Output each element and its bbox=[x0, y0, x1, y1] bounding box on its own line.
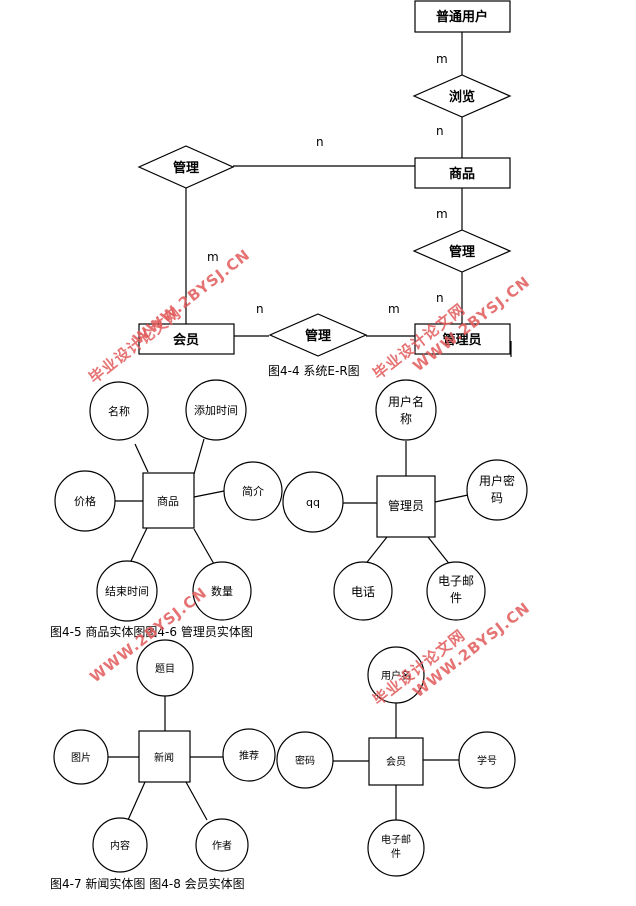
attribute-mima: 密码 bbox=[276, 731, 334, 789]
attribute-email: 电子邮 件 bbox=[367, 819, 425, 877]
attribute-username: 用户名 称 bbox=[375, 379, 437, 441]
member-entity-diagram: 会员 用户名 密码 学号 电子邮 件 bbox=[276, 646, 516, 877]
svg-text:用户名: 用户名 bbox=[381, 669, 411, 682]
caption-row3: 图4-7 新闻实体图 图4-8 会员实体图 bbox=[50, 876, 245, 891]
cardinality-m: m bbox=[436, 207, 448, 221]
cardinality-n: n bbox=[316, 135, 324, 149]
entity-shangpin-box: 商品 bbox=[142, 472, 195, 529]
admin-entity-diagram: 管理员 用户名 称 qq 用户密 码 电话 电子邮 件 bbox=[282, 379, 528, 621]
cardinality-m: m bbox=[207, 250, 219, 264]
svg-text:普通用户: 普通用户 bbox=[436, 9, 488, 25]
entity-huiyuan: 会员 bbox=[138, 323, 235, 355]
caption-row2: 图4-5 商品实体图图4-6 管理员实体图 bbox=[50, 624, 253, 639]
svg-text:商品: 商品 bbox=[449, 166, 475, 182]
attribute-neirong: 内容 bbox=[92, 817, 148, 873]
entity-huiyuan-box: 会员 bbox=[368, 737, 424, 786]
svg-text:内容: 内容 bbox=[110, 839, 130, 852]
relation-guanli-right: 管理 bbox=[412, 229, 512, 273]
relation-guanli-bottom: 管理 bbox=[268, 313, 368, 357]
cardinality-m: m bbox=[436, 52, 448, 66]
svg-text:学号: 学号 bbox=[477, 754, 497, 767]
svg-text:题目: 题目 bbox=[155, 663, 175, 675]
attribute-jianjie: 简介 bbox=[223, 461, 283, 521]
svg-text:推荐: 推荐 bbox=[239, 749, 259, 762]
cardinality-n: n bbox=[436, 291, 444, 305]
attribute-jieshu-shijian: 结束时间 bbox=[96, 560, 158, 622]
entity-guanliyuan-box: 管理员 bbox=[376, 475, 436, 538]
attribute-shuliang: 数量 bbox=[192, 561, 252, 621]
svg-text:电话: 电话 bbox=[351, 585, 375, 599]
attribute-dianhua: 电话 bbox=[333, 561, 393, 621]
svg-text:数量: 数量 bbox=[211, 585, 233, 598]
svg-text:价格: 价格 bbox=[74, 494, 96, 508]
svg-text:添加时间: 添加时间 bbox=[194, 403, 238, 417]
svg-text:qq: qq bbox=[306, 496, 320, 509]
svg-text:结束时间: 结束时间 bbox=[105, 585, 149, 598]
svg-text:名称: 名称 bbox=[108, 404, 130, 418]
news-entity-diagram: 新闻 题目 图片 推荐 内容 作者 bbox=[53, 639, 276, 873]
relation-liulan: 浏览 bbox=[412, 74, 512, 118]
entity-putong-user: 普通用户 bbox=[414, 0, 511, 33]
attribute-zuozhe: 作者 bbox=[195, 818, 249, 872]
svg-text:图片: 图片 bbox=[71, 751, 91, 764]
svg-text:管理员: 管理员 bbox=[388, 498, 424, 513]
attribute-email: 电子邮 件 bbox=[426, 561, 486, 621]
entity-guanliyuan: 管理员 bbox=[414, 323, 511, 355]
svg-text:新闻: 新闻 bbox=[154, 751, 174, 764]
svg-text:密码: 密码 bbox=[295, 754, 315, 767]
svg-text:用户名: 用户名 bbox=[388, 394, 424, 409]
entity-shangpin: 商品 bbox=[414, 157, 511, 189]
svg-text:浏览: 浏览 bbox=[449, 89, 475, 105]
svg-text:管理: 管理 bbox=[449, 244, 475, 260]
attribute-timu: 题目 bbox=[136, 639, 194, 697]
product-entity-diagram: 商品 名称 添加时间 价格 简介 结束时间 数量 bbox=[54, 379, 283, 622]
attribute-jiage: 价格 bbox=[54, 470, 116, 532]
svg-text:件: 件 bbox=[391, 848, 401, 860]
relation-guanli-left: 管理 bbox=[137, 145, 235, 189]
system-er-diagram: 普通用户 商品 会员 管理员 浏览 管理 管理 管理 bbox=[137, 0, 512, 378]
svg-text:管理: 管理 bbox=[305, 328, 331, 344]
svg-text:会员: 会员 bbox=[173, 332, 199, 348]
attribute-tupian: 图片 bbox=[53, 729, 109, 785]
attribute-qq: qq bbox=[282, 471, 344, 533]
attribute-tianjia-shijian: 添加时间 bbox=[185, 379, 247, 441]
svg-text:用户密: 用户密 bbox=[479, 473, 515, 488]
svg-text:电子邮: 电子邮 bbox=[381, 833, 411, 846]
caption-system-er: 图4-4 系统E-R图 bbox=[268, 364, 360, 378]
svg-text:码: 码 bbox=[491, 491, 503, 505]
svg-text:管理: 管理 bbox=[173, 160, 199, 176]
svg-text:件: 件 bbox=[450, 591, 462, 605]
svg-text:简介: 简介 bbox=[242, 484, 264, 498]
attribute-xuehao: 学号 bbox=[458, 731, 516, 789]
svg-text:电子邮: 电子邮 bbox=[438, 574, 474, 588]
svg-text:作者: 作者 bbox=[212, 840, 232, 852]
svg-text:管理员: 管理员 bbox=[442, 332, 481, 348]
attribute-password: 用户密 码 bbox=[466, 459, 528, 521]
cardinality-n: n bbox=[256, 302, 264, 316]
svg-text:称: 称 bbox=[400, 412, 412, 426]
attribute-mingcheng: 名称 bbox=[89, 381, 149, 441]
entity-xinwen-box: 新闻 bbox=[138, 730, 191, 783]
attribute-yonghuming: 用户名 bbox=[367, 646, 425, 704]
cardinality-m: m bbox=[388, 302, 400, 316]
svg-text:商品: 商品 bbox=[157, 494, 179, 508]
svg-text:会员: 会员 bbox=[386, 755, 406, 768]
attribute-tuijian: 推荐 bbox=[222, 728, 276, 782]
cardinality-n: n bbox=[436, 124, 444, 138]
